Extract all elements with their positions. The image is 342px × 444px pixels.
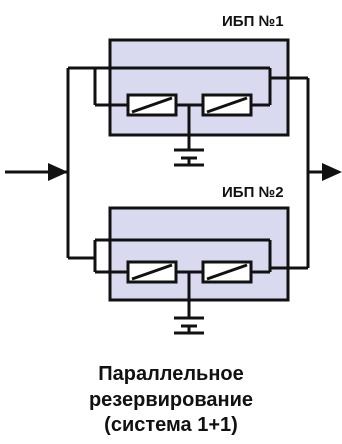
caption-line-1: Параллельное — [98, 363, 244, 385]
inverter-icon — [201, 260, 253, 284]
rectifier-icon — [126, 260, 178, 284]
ups-1 — [68, 38, 308, 167]
ups-2 — [68, 206, 308, 335]
caption-line-2: резервирование — [88, 389, 254, 411]
caption-line-3: (система 1+1) — [104, 414, 238, 436]
ups-2-box — [108, 206, 290, 302]
inverter-icon — [201, 93, 253, 117]
ups-2-label: ИБП №2 — [222, 184, 284, 201]
rectifier-icon — [126, 93, 178, 117]
battery-icon — [174, 272, 204, 335]
output-arrow-icon — [308, 163, 342, 181]
input-arrow-icon — [5, 163, 68, 181]
battery-icon — [174, 105, 204, 167]
ups-1-label: ИБП №1 — [222, 13, 284, 30]
ups-1-box — [108, 38, 290, 137]
